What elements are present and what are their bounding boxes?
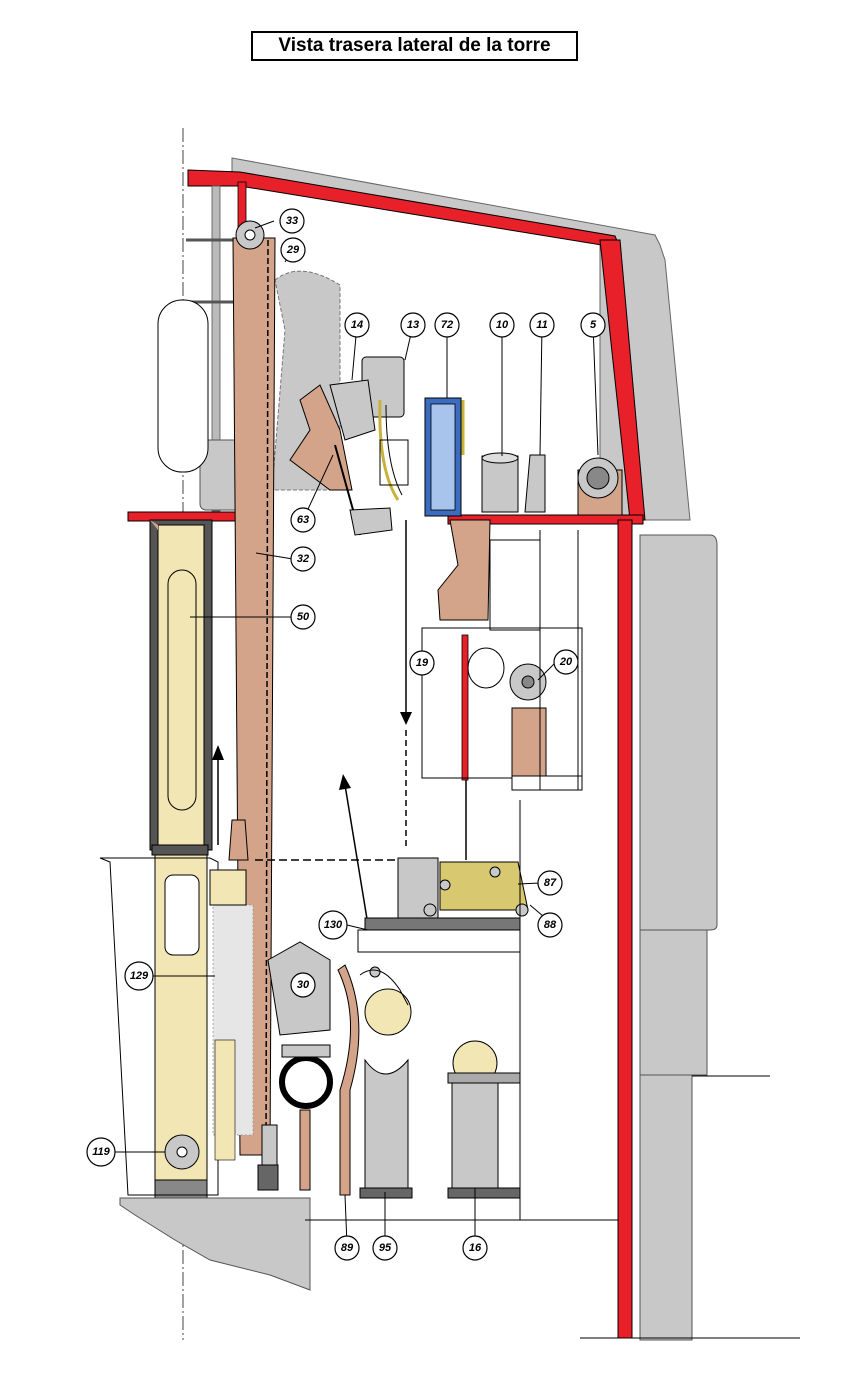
svg-text:11: 11	[536, 319, 547, 331]
svg-text:16: 16	[469, 1242, 482, 1254]
brown-unit-63	[289, 384, 353, 491]
can-16	[451, 1082, 499, 1189]
callout-32: 32	[290, 546, 316, 572]
cylinder-10	[481, 455, 519, 513]
svg-text:130: 130	[324, 919, 343, 931]
svg-text:30: 30	[297, 979, 310, 991]
tower-column-base	[639, 1074, 693, 1341]
callout-14: 14	[344, 312, 370, 338]
left-rail	[211, 185, 221, 512]
spindle-89	[337, 964, 360, 1196]
callout-16: 16	[462, 1235, 488, 1261]
ring-30	[279, 1055, 333, 1109]
bracket-11	[524, 454, 546, 513]
callout-89: 89	[334, 1235, 360, 1261]
outer-wall-left	[99, 857, 219, 1196]
tower-column-lower	[639, 929, 708, 1076]
callout-11: 11	[529, 312, 555, 338]
svg-text:88: 88	[544, 919, 557, 931]
callout-130: 130	[318, 910, 348, 940]
callout-5: 5	[580, 312, 606, 338]
svg-text:63: 63	[297, 514, 309, 526]
svg-text:20: 20	[559, 656, 573, 668]
svg-text:10: 10	[496, 319, 509, 331]
callout-30: 30	[290, 972, 316, 998]
callout-119: 119	[86, 1137, 116, 1167]
svg-text:95: 95	[379, 1242, 392, 1254]
callout-95: 95	[372, 1235, 398, 1261]
svg-text:72: 72	[441, 319, 453, 331]
svg-text:13: 13	[407, 319, 419, 331]
red-post-small	[461, 634, 469, 781]
plate-87	[439, 861, 529, 911]
callout-33: 33	[279, 208, 305, 234]
can-95	[364, 1058, 409, 1193]
svg-text:129: 129	[130, 970, 149, 982]
svg-text:50: 50	[297, 611, 310, 623]
tower-column-right	[639, 534, 718, 931]
svg-text:87: 87	[544, 877, 557, 889]
svg-text:119: 119	[92, 1146, 110, 1158]
callout-63: 63	[290, 507, 316, 533]
svg-text:89: 89	[341, 1242, 354, 1254]
svg-text:29: 29	[286, 244, 300, 256]
callout-19: 19	[409, 650, 435, 676]
svg-text:33: 33	[286, 215, 298, 227]
svg-text:32: 32	[297, 553, 309, 565]
callout-87: 87	[537, 870, 563, 896]
callout-10: 10	[489, 312, 515, 338]
capsule-upper	[157, 299, 209, 473]
frame-19	[421, 627, 583, 779]
right-diagonal-red	[599, 239, 646, 521]
bobbin-130	[364, 988, 412, 1036]
arrow-up-130	[344, 784, 369, 926]
callout-13: 13	[400, 312, 426, 338]
callout-129: 129	[124, 961, 154, 991]
actuator-brown	[511, 707, 547, 779]
callout-88: 88	[537, 912, 563, 938]
diagram-title: Vista trasera lateral de la torre	[251, 31, 578, 61]
svg-text:19: 19	[416, 657, 429, 669]
callout-20: 20	[553, 649, 579, 675]
base-floor	[119, 1197, 311, 1291]
hanger-brown	[437, 519, 491, 621]
callout-72: 72	[434, 312, 460, 338]
svg-text:5: 5	[590, 319, 597, 331]
mid-floor-red	[447, 514, 644, 525]
right-vertical-red	[617, 519, 633, 1339]
callout-50: 50	[290, 604, 316, 630]
head-gray-14	[329, 379, 376, 441]
svg-text:14: 14	[351, 319, 363, 331]
callout-29: 29	[280, 237, 306, 263]
